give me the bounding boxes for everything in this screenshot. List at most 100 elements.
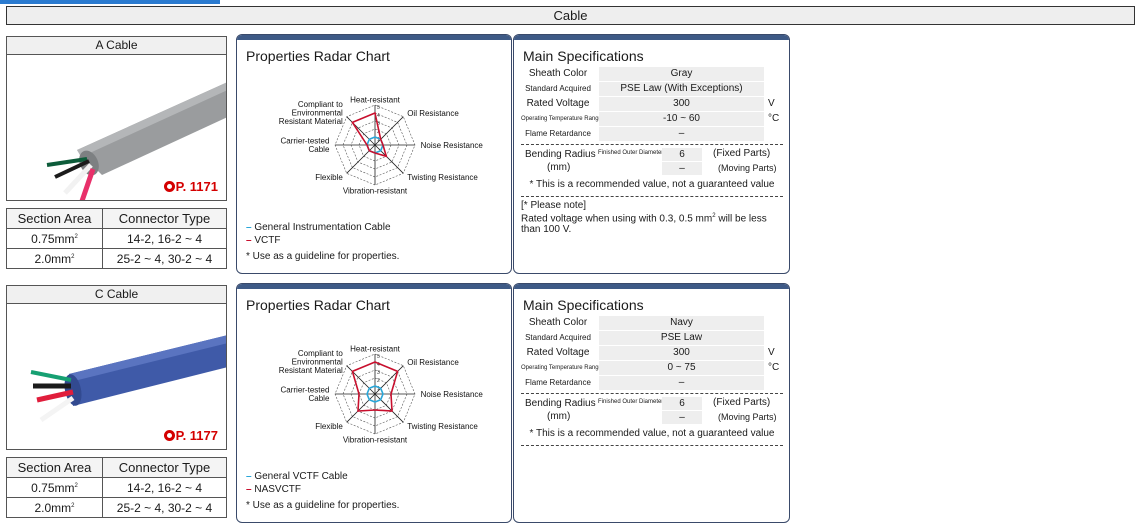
radar-panel-c: Properties Radar Chart 5 4 3 2 1 Heat-resista…	[236, 283, 512, 523]
divider	[521, 445, 783, 446]
divider	[521, 393, 783, 394]
table-row: 0.75mm2 14-2, 16-2 ~ 4	[6, 228, 227, 249]
cable-photo-a	[46, 82, 226, 200]
standard-value: PSE Law (With Exceptions)	[599, 82, 764, 96]
radar-axis	[346, 365, 376, 395]
page-reference[interactable]: P. 1177	[163, 428, 218, 443]
voltage-value: 300	[599, 346, 764, 360]
radar-axis-label: Environmental	[292, 357, 343, 366]
table-row: 0.75mm2 14-2, 16-2 ~ 4	[6, 477, 227, 498]
please-note: [* Please note] Rated voltage when using…	[521, 200, 767, 236]
panel-band	[514, 284, 789, 289]
panel-band	[237, 284, 511, 289]
radar-grid-ring	[334, 353, 416, 435]
cable-photo-c	[30, 335, 226, 423]
cable-image-box-c: C Cable P. 1177	[6, 285, 227, 450]
radar-axis	[346, 116, 376, 146]
spec-title: Main Specifications	[523, 297, 644, 313]
radar-axis-label: Resistant Material	[279, 366, 343, 375]
sheath-color-value: Navy	[599, 316, 764, 330]
radar-series	[351, 111, 388, 158]
radar-tick-label: 4	[377, 362, 380, 368]
divider	[521, 144, 783, 145]
radar-note: * Use as a guideline for properties.	[246, 500, 400, 511]
flame-value: –	[599, 127, 764, 141]
radar-axis-label: Flexible	[315, 422, 343, 431]
radar-axis-label: Carrier-tested	[280, 386, 329, 395]
radar-axis-label: Vibration-resistant	[343, 187, 408, 196]
radar-axis-label: Oil Resistance	[407, 358, 459, 367]
radar-axis-label: Compliant to	[298, 100, 343, 109]
radar-title: Properties Radar Chart	[246, 297, 390, 313]
legend-item: – VCTF	[246, 235, 281, 246]
radar-axis-label: Twisting Resistance	[407, 173, 478, 182]
sheath-color-value: Gray	[599, 67, 764, 81]
radar-grid-ring	[342, 361, 408, 427]
temp-value: 0 ~ 75	[599, 361, 764, 375]
cable-name: A Cable	[7, 37, 226, 55]
radar-axis-label: Carrier-tested	[280, 137, 329, 146]
radar-tick-label: 4	[377, 113, 380, 119]
radar-axis-label: Resistant Material	[279, 117, 343, 126]
flame-value: –	[599, 376, 764, 390]
radar-grid-ring	[334, 104, 416, 186]
legend-item: – General Instrumentation Cable	[246, 222, 391, 233]
page-reference[interactable]: P. 1171	[163, 179, 218, 194]
circle-arrow-icon	[163, 430, 175, 441]
radar-axis-label: Cable	[308, 145, 329, 154]
radar-axis-label: Oil Resistance	[407, 109, 459, 118]
spec-title: Main Specifications	[523, 48, 644, 64]
radar-tick-label: 3	[377, 121, 380, 127]
voltage-value: 300	[599, 97, 764, 111]
radar-grid-ring	[358, 377, 392, 411]
radar-tick-label: 1	[377, 386, 380, 392]
radar-series	[351, 361, 399, 412]
table-row: 2.0mm2 25-2 ~ 4, 30-2 ~ 4	[6, 248, 227, 269]
radar-axis	[374, 144, 404, 174]
radar-axis	[346, 393, 376, 423]
radar-tick-label: 1	[377, 137, 380, 143]
table-row: 2.0mm2 25-2 ~ 4, 30-2 ~ 4	[6, 497, 227, 518]
col-header-section-area: Section Area	[6, 457, 103, 478]
radar-axis-label: Heat-resistant	[350, 95, 401, 104]
radar-legend: – General Instrumentation Cable – VCTF *…	[246, 221, 399, 263]
radar-axis-label: Vibration-resistant	[343, 436, 408, 445]
cable-image-box-a: A Cable P. 1171	[6, 36, 227, 201]
radar-tick-label: 5	[377, 105, 380, 111]
radar-axis-label: Noise Resistance	[421, 141, 484, 150]
recommend-note: * This is a recommended value, not a gua…	[529, 428, 775, 439]
temp-value: -10 ~ 60	[599, 112, 764, 126]
bending-radius: Bending Radius (mm) Finished Outer Diame…	[525, 148, 777, 175]
radar-tick-label: 2	[377, 378, 380, 384]
radar-series	[366, 385, 384, 403]
radar-axis-label: Compliant to	[298, 349, 343, 358]
radar-legend: – General VCTF Cable – NASVCTF * Use as …	[246, 470, 399, 512]
col-header-connector-type: Connector Type	[102, 457, 227, 478]
panel-band	[237, 35, 511, 40]
radar-axis-label: Noise Resistance	[421, 390, 484, 399]
legend-item: – NASVCTF	[246, 484, 302, 495]
radar-tick-label: 3	[377, 370, 380, 376]
radar-axis	[374, 393, 404, 423]
col-header-section-area: Section Area	[6, 208, 103, 229]
radar-axis-label: Twisting Resistance	[407, 422, 478, 431]
standard-value: PSE Law	[599, 331, 764, 345]
circle-arrow-icon	[163, 181, 175, 192]
radar-tick-label: 5	[377, 354, 380, 360]
radar-axis-label: Environmental	[292, 108, 343, 117]
radar-axis-label: Heat-resistant	[350, 344, 401, 353]
radar-axis	[346, 144, 376, 174]
panel-band	[514, 35, 789, 40]
cable-name: C Cable	[7, 286, 226, 304]
bending-radius: Bending Radius (mm) Finished Outer Diame…	[525, 397, 777, 424]
radar-grid-ring	[342, 112, 408, 178]
radar-axis-label: Cable	[308, 394, 329, 403]
recommend-note: * This is a recommended value, not a gua…	[529, 179, 775, 190]
radar-note: * Use as a guideline for properties.	[246, 251, 400, 262]
connector-table-a: Section Area Connector Type 0.75mm2 14-2…	[6, 208, 227, 269]
col-header-connector-type: Connector Type	[102, 208, 227, 229]
radar-title: Properties Radar Chart	[246, 48, 390, 64]
